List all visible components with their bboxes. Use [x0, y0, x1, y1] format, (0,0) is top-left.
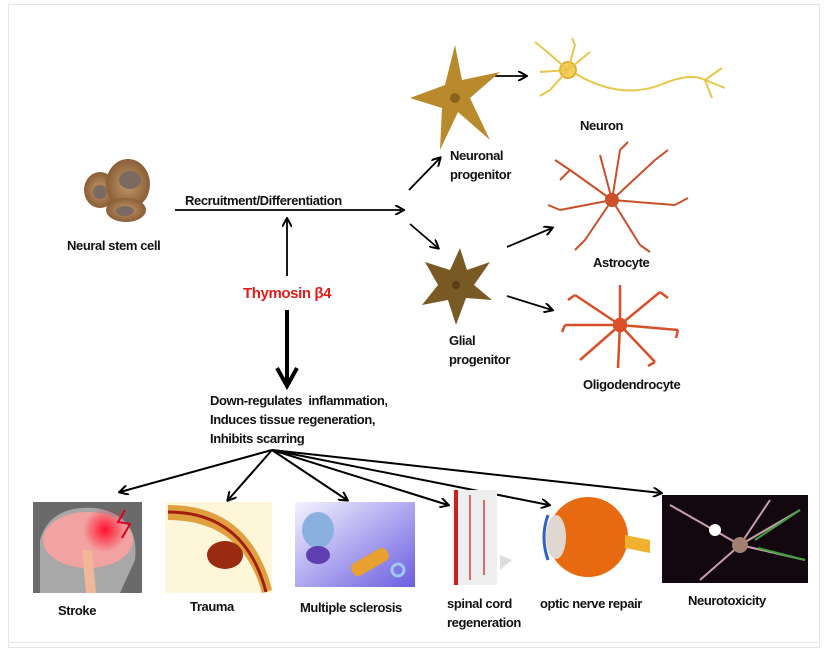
- eye-image: [542, 497, 650, 577]
- label-line: spinal cord: [447, 596, 512, 611]
- effect-line: Down-regulates inflammation,: [210, 393, 388, 408]
- spinal-cord-label: spinal cord regeneration: [447, 594, 521, 632]
- effects-text: Down-regulates inflammation, Induces tis…: [210, 391, 388, 448]
- trauma-label: Trauma: [190, 599, 234, 614]
- to-glial-arrow: [409, 223, 438, 248]
- label-line: Glial: [449, 333, 476, 348]
- effect-line: Induces tissue regeneration,: [210, 412, 376, 427]
- effect-line: Inhibits scarring: [210, 431, 305, 446]
- oligodendrocyte-label: Oligodendrocyte: [583, 377, 681, 392]
- label-line: regeneration: [447, 615, 521, 630]
- label-line: progenitor: [450, 167, 511, 182]
- neurotoxicity-label: Neurotoxicity: [688, 593, 766, 608]
- glial-progenitor-label: Glial progenitor: [449, 331, 510, 369]
- to-oligodendrocyte-arrow: [506, 295, 552, 310]
- to-astrocyte-arrow: [506, 228, 552, 248]
- neuron-label: Neuron: [580, 118, 624, 133]
- trauma-image: [165, 502, 272, 593]
- label-line: progenitor: [449, 352, 510, 367]
- oligodendrocyte-image: [560, 285, 680, 369]
- neural-stem-cell-image: [84, 159, 150, 222]
- spinal-cord-image: [452, 490, 512, 585]
- astrocyte-label: Astrocyte: [593, 255, 650, 270]
- neurotoxicity-image: [662, 495, 808, 583]
- stroke-label: Stroke: [58, 603, 97, 618]
- multiple-sclerosis-label: Multiple sclerosis: [300, 600, 402, 615]
- thymosin-label: Thymosin β4: [243, 285, 332, 302]
- optic-nerve-label: optic nerve repair: [540, 596, 642, 611]
- astrocyte-image: [547, 141, 689, 253]
- neuronal-progenitor-label: Neuronal progenitor: [450, 146, 511, 184]
- stroke-image: [33, 502, 142, 593]
- neuron-image: [534, 37, 726, 99]
- application-arrows: [120, 449, 661, 505]
- divider: [8, 642, 818, 643]
- to-neuronal-arrow: [408, 158, 440, 191]
- label-line: Neuronal: [450, 148, 504, 163]
- multiple-sclerosis-image: [295, 502, 415, 587]
- recruitment-label: Recruitment/Differentiation: [185, 193, 342, 208]
- neural-stem-cell-label: Neural stem cell: [67, 238, 161, 253]
